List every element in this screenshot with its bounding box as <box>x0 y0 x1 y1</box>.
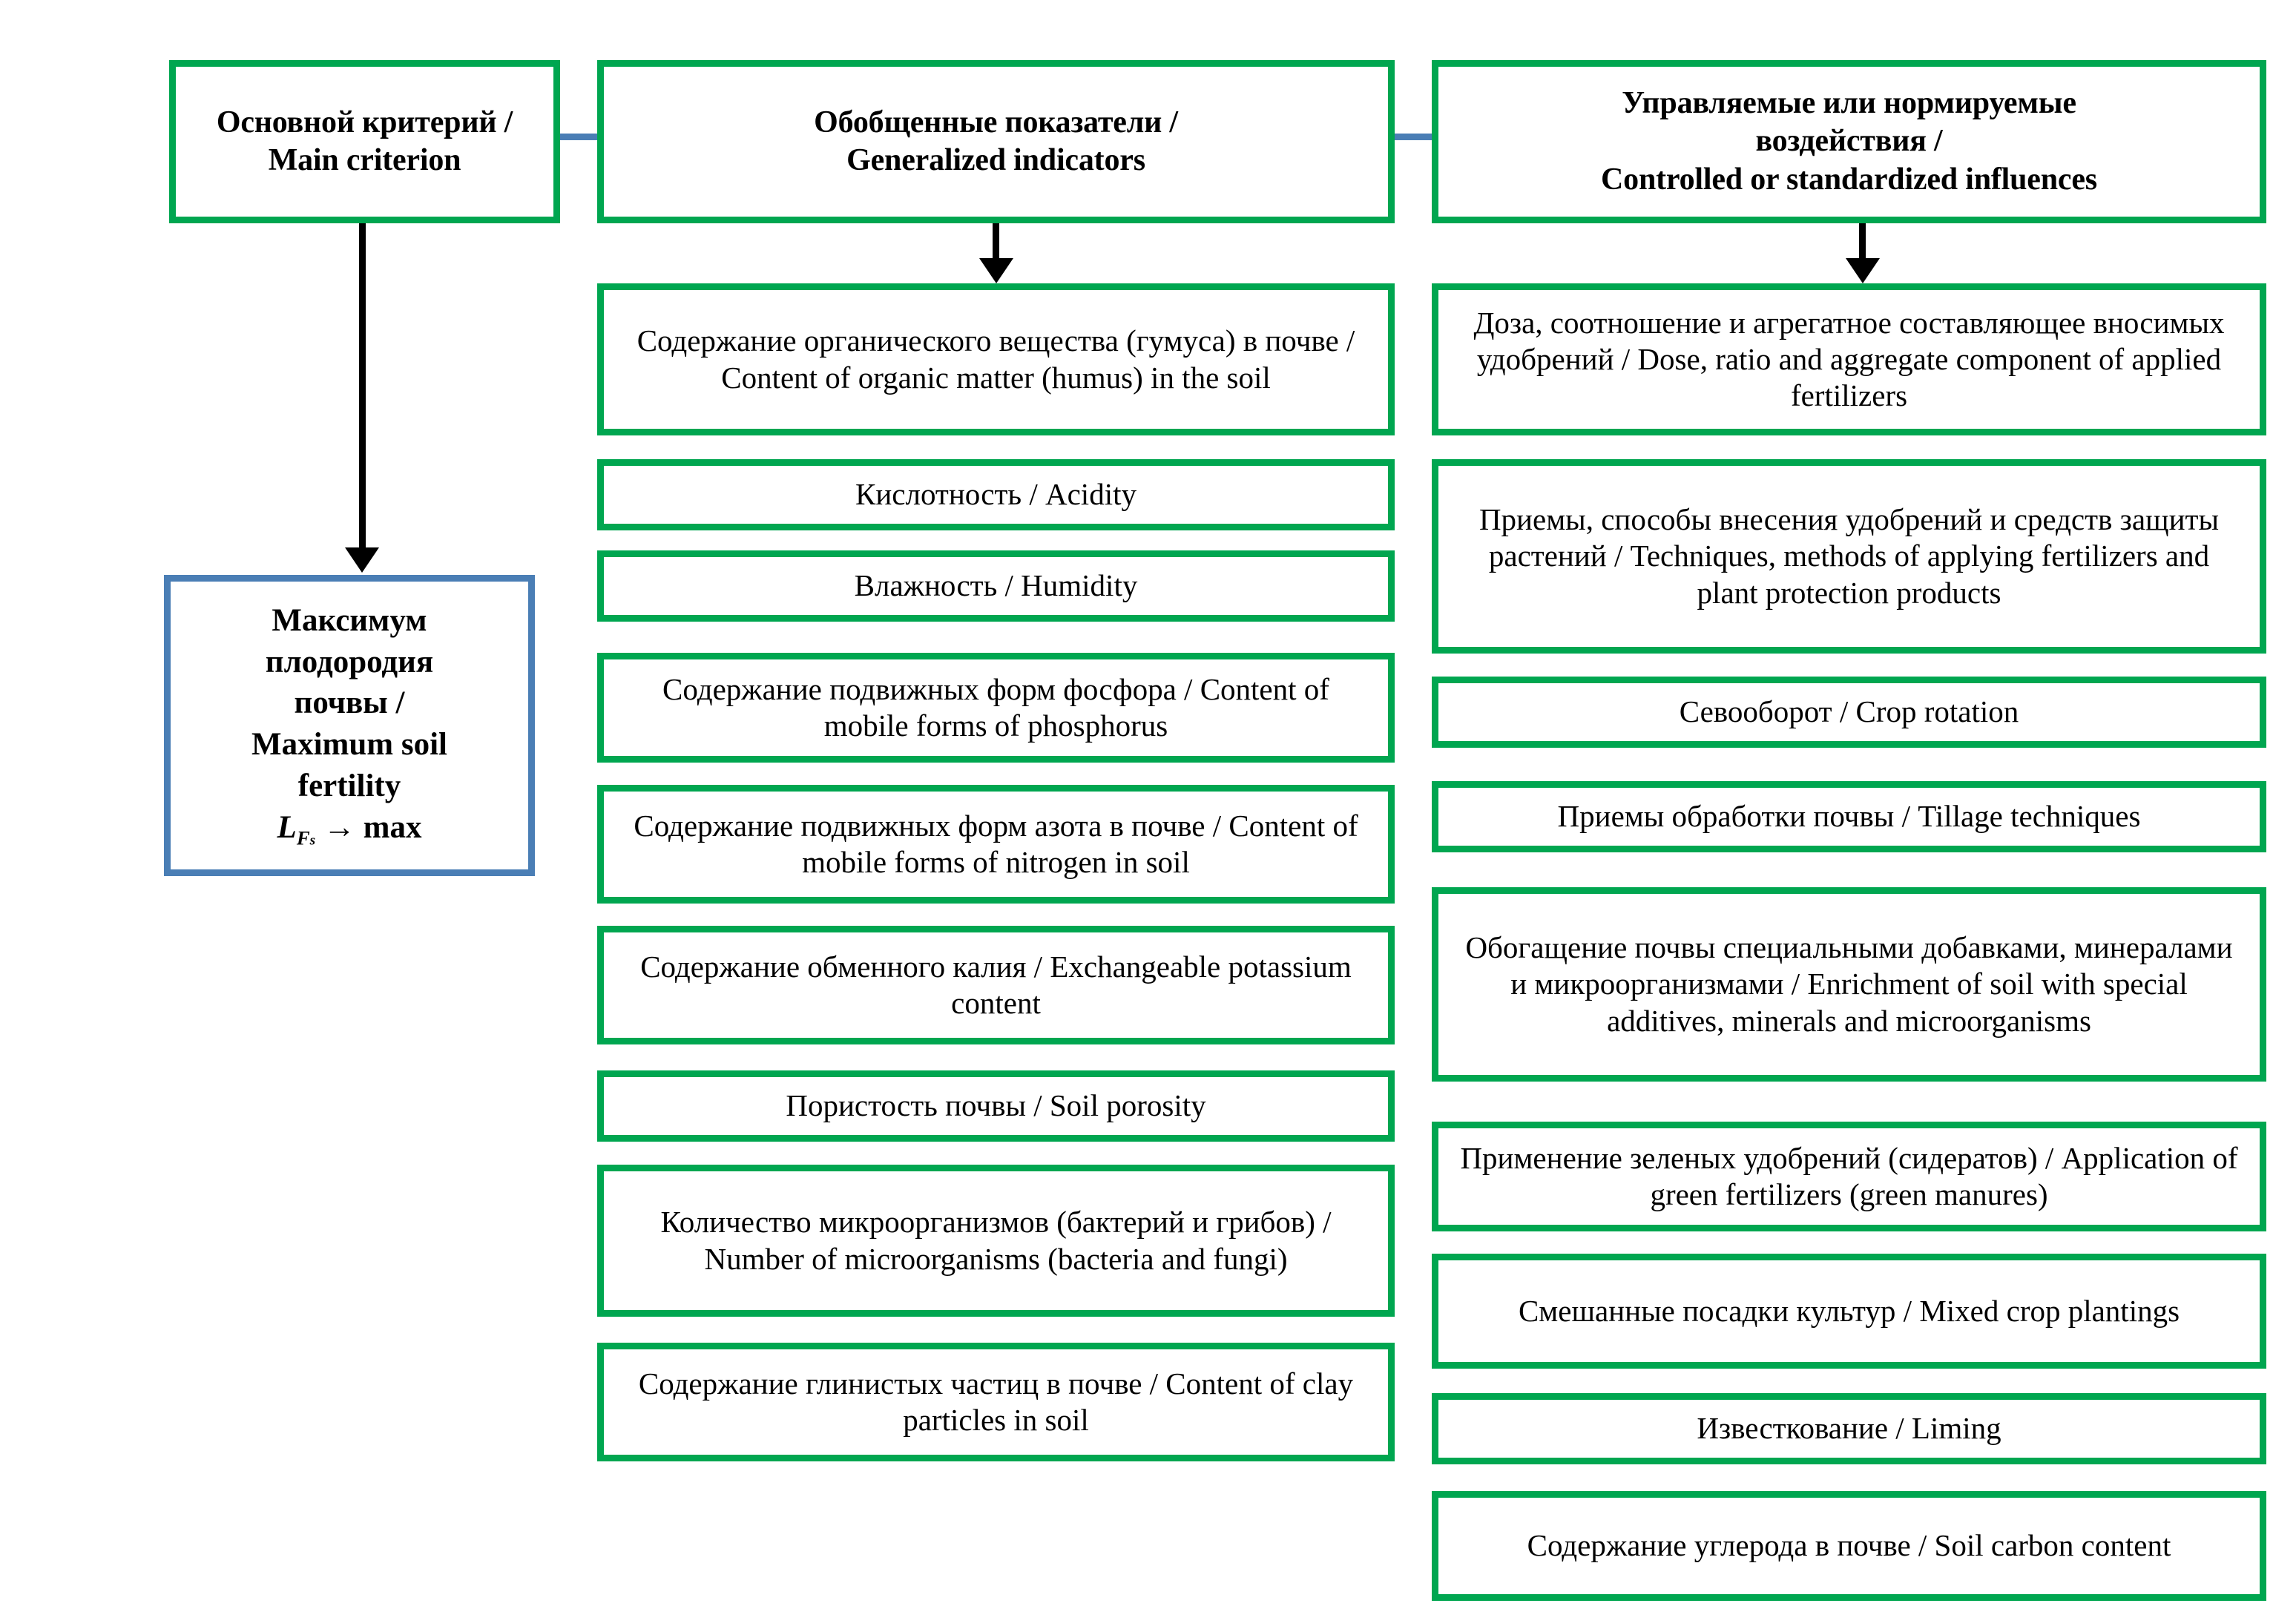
indicator-item-7: Пористость почвы / Soil porosity <box>597 1070 1395 1142</box>
influence-item-6: Применение зеленых удобрений (сидератов)… <box>1432 1122 2266 1231</box>
indicator-item-5-label: Содержание подвижных форм азота в почве … <box>634 808 1358 879</box>
goal-formula-sub2: s <box>309 832 316 849</box>
influence-item-5-label: Обогащение почвы специальными добавками,… <box>1465 930 2233 1038</box>
indicator-item-4-label: Содержание подвижных форм фосфора / Cont… <box>662 671 1329 743</box>
influence-item-3-label: Севооборот / Crop rotation <box>1679 694 2019 729</box>
indicator-item-6-label: Содержание обменного калия / Exchangeabl… <box>640 949 1352 1020</box>
influence-item-9-label: Содержание углерода в почве / Soil carbo… <box>1527 1528 2171 1563</box>
arrow-shaft-criterion-to-goal <box>359 223 366 550</box>
influence-item-7: Смешанные посадки культур / Mixed crop p… <box>1432 1254 2266 1369</box>
arrow-shaft-influences <box>1859 223 1866 260</box>
goal-formula-sub1: F <box>296 826 310 849</box>
indicator-item-8-label: Количество микроорганизмов (бактерий и г… <box>660 1205 1332 1276</box>
header-influences-line3: Controlled or standardized influences <box>1601 162 2097 197</box>
influence-item-8: Известкование / Liming <box>1432 1393 2266 1464</box>
connector-indicators-to-influences <box>1395 134 1432 140</box>
header-main-criterion-line1: Основной критерий / <box>216 105 513 139</box>
indicator-item-3: Влажность / Humidity <box>597 550 1395 622</box>
header-main-criterion-line2: Main criterion <box>268 143 461 177</box>
goal-formula: LFs → max <box>277 810 422 849</box>
influence-item-4-label: Приемы обработки почвы / Tillage techniq… <box>1557 799 2141 834</box>
indicator-item-5: Содержание подвижных форм азота в почве … <box>597 785 1395 904</box>
goal-line-2: плодородия <box>265 644 434 680</box>
header-influences-line1: Управляемые или нормируемые <box>1622 86 2076 121</box>
influence-item-7-label: Смешанные посадки культур / Mixed crop p… <box>1518 1293 2180 1328</box>
influence-item-2-label: Приемы, способы внесения удобрений и сре… <box>1478 502 2220 610</box>
indicator-item-2: Кислотность / Acidity <box>597 459 1395 530</box>
goal-line-1: Максимум <box>272 602 427 638</box>
header-indicators-line1: Обобщенные показатели / <box>814 105 1178 139</box>
indicator-item-1-label: Содержание органического вещества (гумус… <box>637 323 1355 395</box>
goal-formula-symbol: L <box>277 810 297 846</box>
indicator-item-8: Количество микроорганизмов (бактерий и г… <box>597 1165 1395 1317</box>
arrow-shaft-indicators <box>993 223 999 260</box>
influence-item-1: Доза, соотношение и агрегатное составляю… <box>1432 283 2266 435</box>
goal-formula-tail: → max <box>315 810 422 846</box>
indicator-item-3-label: Влажность / Humidity <box>854 568 1138 603</box>
influence-item-1-label: Доза, соотношение и агрегатное составляю… <box>1473 305 2225 413</box>
influence-item-5: Обогащение почвы специальными добавками,… <box>1432 887 2266 1082</box>
indicator-item-7-label: Пористость почвы / Soil porosity <box>786 1088 1206 1123</box>
goal-line-3: почвы / <box>294 685 405 721</box>
indicator-item-6: Содержание обменного калия / Exchangeabl… <box>597 926 1395 1044</box>
header-controlled-influences: Управляемые или нормируемые воздействия … <box>1432 60 2266 223</box>
connector-criterion-to-indicators <box>560 134 597 140</box>
influence-item-2: Приемы, способы внесения удобрений и сре… <box>1432 459 2266 654</box>
indicator-item-4: Содержание подвижных форм фосфора / Cont… <box>597 653 1395 763</box>
header-main-criterion: Основной критерий / Main criterion <box>169 60 560 223</box>
influence-item-4: Приемы обработки почвы / Tillage techniq… <box>1432 781 2266 852</box>
indicator-item-2-label: Кислотность / Acidity <box>855 477 1137 512</box>
header-indicators-line2: Generalized indicators <box>846 143 1145 177</box>
goal-line-5: fertility <box>297 769 401 804</box>
indicator-item-1: Содержание органического вещества (гумус… <box>597 283 1395 435</box>
arrow-head-influences <box>1846 258 1880 283</box>
indicator-item-9-label: Содержание глинистых частиц в почве / Co… <box>638 1366 1354 1437</box>
influence-item-3: Севооборот / Crop rotation <box>1432 677 2266 748</box>
influence-item-8-label: Известкование / Liming <box>1697 1411 2001 1446</box>
goal-maximum-soil-fertility: Максимум плодородия почвы / Maximum soil… <box>164 575 535 876</box>
header-influences-line2: воздействия / <box>1755 124 1943 159</box>
arrow-head-criterion-to-goal <box>345 547 379 573</box>
indicator-item-9: Содержание глинистых частиц в почве / Co… <box>597 1343 1395 1461</box>
influence-item-9: Содержание углерода в почве / Soil carbo… <box>1432 1491 2266 1601</box>
header-generalized-indicators: Обобщенные показатели / Generalized indi… <box>597 60 1395 223</box>
goal-line-4: Maximum soil <box>251 727 447 763</box>
arrow-head-indicators <box>979 258 1013 283</box>
influence-item-6-label: Применение зеленых удобрений (сидератов)… <box>1460 1140 2238 1211</box>
